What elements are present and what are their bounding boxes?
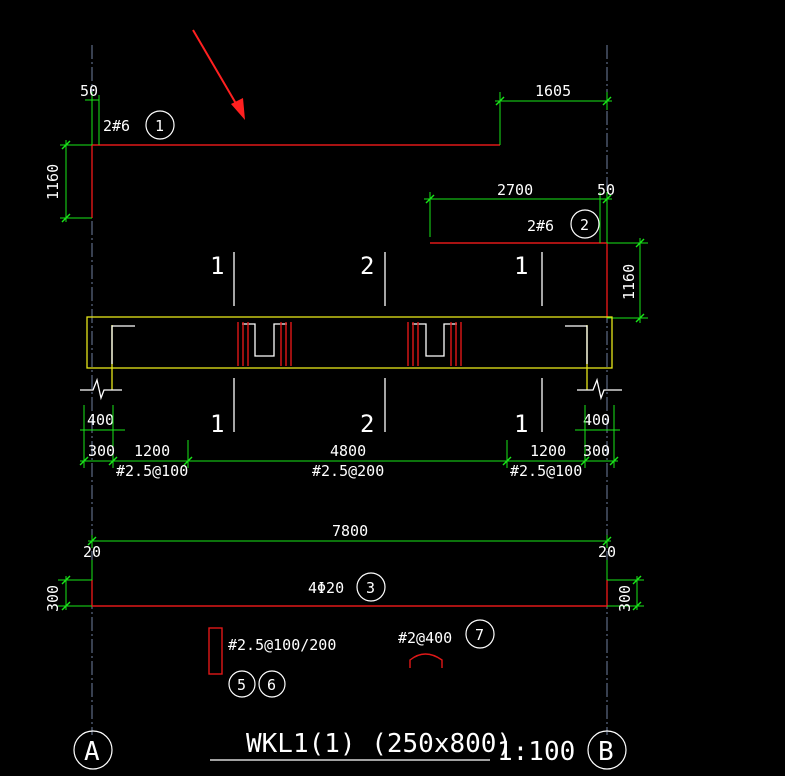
bar-2: 2700 50 2#6 2 1160 (424, 181, 648, 323)
stirrup-mark-a: 5 (237, 676, 246, 694)
seg-dim: 1200 (134, 442, 170, 460)
axis-label-b: B (598, 737, 614, 767)
bar1-hook-dim: 50 (80, 82, 98, 100)
drawing-scale: 1:100 (497, 737, 575, 767)
bar-1: 50 2#6 1 1160 1605 (44, 82, 612, 223)
drawing-title: WKL1(1) (250x800) (246, 729, 512, 759)
bar2-len-dim: 2700 (497, 181, 533, 199)
stirrup-detail: #2.5@100/200 5 6 (208, 627, 336, 698)
title-block: A B WKL1(1) (250x800) 1:100 (73, 729, 627, 770)
bar1-spec: 2#6 (103, 117, 130, 135)
bar-3: 7800 20 20 4Φ20 3 300 300 (44, 522, 644, 612)
section-label: 1 (210, 252, 224, 280)
stirrup-mark-b: 6 (267, 676, 276, 694)
stirrup-spec: #2.5@100/200 (228, 636, 336, 654)
bar2-mark: 2 (580, 216, 589, 234)
span-dimensions: 400 400 300 1200 4800 1200 300 #2.5@100 … (79, 405, 620, 480)
bar1-mark-circle (145, 110, 175, 140)
stirrup-spacing: #2.5@200 (312, 462, 384, 480)
bar3-mark-circle (356, 572, 386, 602)
stirrup-spacing: #2.5@100 (510, 462, 582, 480)
bar2-spec: 2#6 (527, 217, 554, 235)
section-label: 1 (514, 410, 528, 438)
bar3-hook-right: 300 (616, 585, 634, 612)
section-label: 2 (360, 252, 374, 280)
bar2-hook-dim: 50 (597, 181, 615, 199)
bar3-total-dim: 7800 (332, 522, 368, 540)
section-label: 1 (210, 410, 224, 438)
stirrup-spacing: #2.5@100 (116, 462, 188, 480)
bar3-end-right: 20 (598, 543, 616, 561)
bar2-mark-circle (570, 209, 600, 239)
tie-mark-circle (465, 619, 495, 649)
bar3-end-left: 20 (83, 543, 101, 561)
bar1-anchor-dim: 1160 (44, 164, 62, 200)
col-right-dim: 400 (583, 411, 610, 429)
axis-label-a: A (84, 737, 100, 767)
section-marks: 1 2 1 1 2 1 (210, 252, 543, 438)
tie-spec: #2@400 (398, 629, 452, 647)
seg-dim: 1200 (530, 442, 566, 460)
col-left-dim: 400 (87, 411, 114, 429)
bar3-hook-left: 300 (44, 585, 62, 612)
bar3-spec: 4Φ20 (308, 579, 344, 597)
bar3-mark: 3 (366, 579, 375, 597)
axis-bubble-b (587, 730, 627, 770)
beam-elevation (80, 316, 622, 401)
stirrup-mark-circle-a (228, 670, 256, 698)
seg-dim: 4800 (330, 442, 366, 460)
axis-bubble-a (73, 730, 113, 770)
seg-dim: 300 (583, 442, 610, 460)
stirrup-mark-circle-b (258, 670, 286, 698)
section-label: 2 (360, 410, 374, 438)
tie-detail: #2@400 7 (398, 619, 495, 668)
seg-dim: 300 (88, 442, 115, 460)
bar2-anchor-dim: 1160 (620, 264, 638, 300)
tie-mark: 7 (475, 626, 484, 644)
section-label: 1 (514, 252, 528, 280)
bar1-cut-dim: 1605 (535, 82, 571, 100)
pointer-arrow-icon (192, 29, 245, 120)
bar1-mark: 1 (155, 117, 164, 135)
